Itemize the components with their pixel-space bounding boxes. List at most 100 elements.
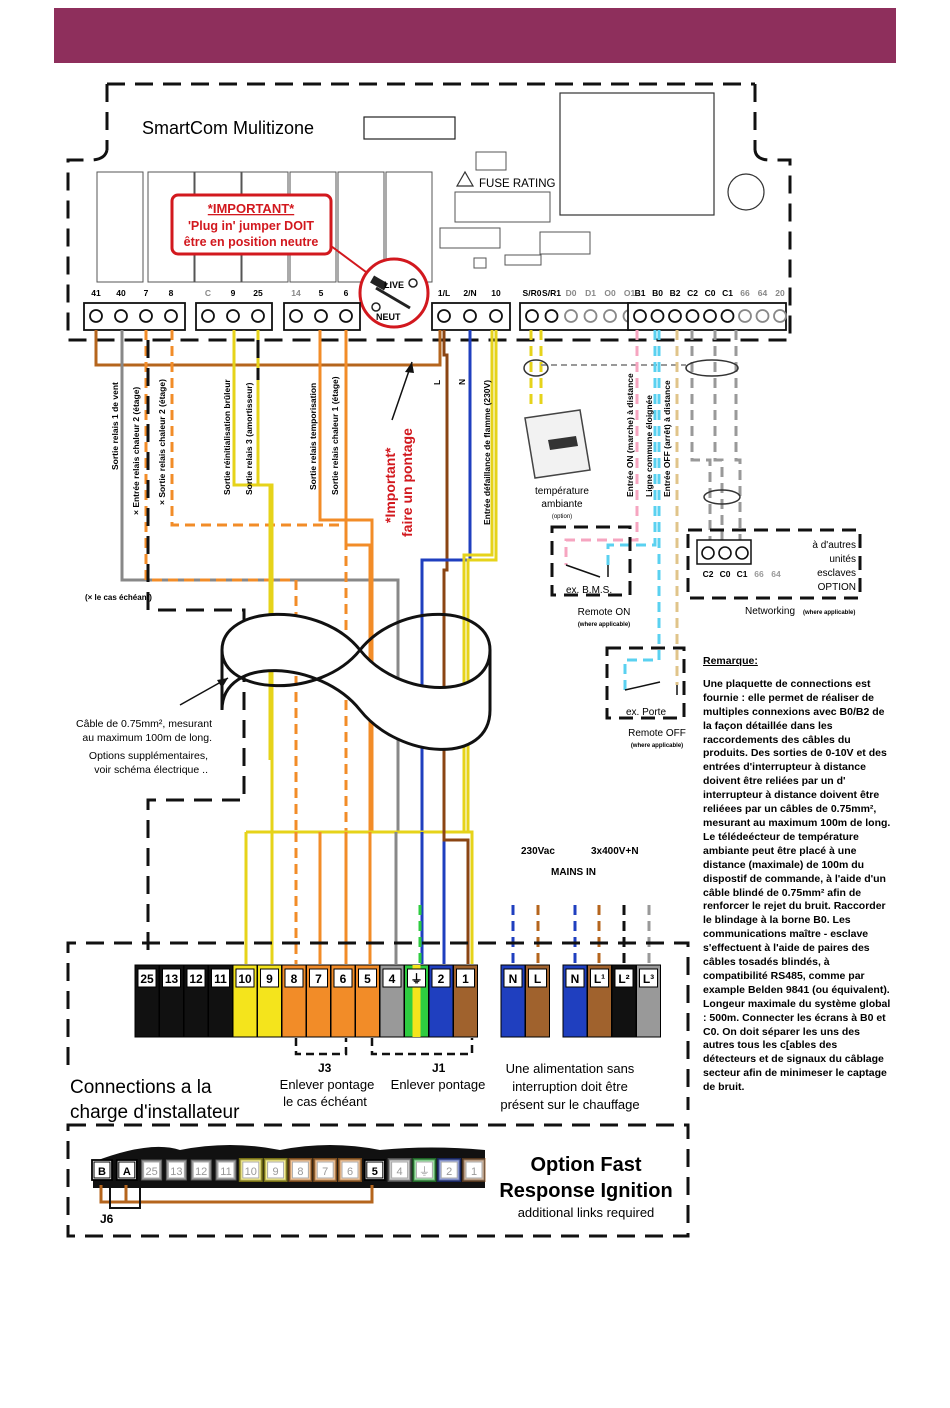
network-screw bbox=[718, 546, 732, 560]
terminal-label: 7 bbox=[144, 288, 149, 298]
installer-terminal-label: 5 bbox=[364, 972, 371, 986]
connections-title-2: charge d'installateur bbox=[70, 1102, 240, 1123]
buzzer bbox=[727, 173, 765, 211]
installer-terminal-label: ⏚ bbox=[410, 972, 422, 986]
terminal-label: 64 bbox=[758, 288, 768, 298]
jumper-plug bbox=[370, 275, 388, 291]
ups-line3: présent sur le chauffage bbox=[500, 1097, 639, 1112]
network-label: Networking bbox=[745, 606, 795, 617]
terminal-screw bbox=[544, 309, 559, 323]
bms-sub: (where applicable) bbox=[578, 622, 630, 628]
label-le-cas: (× le cas échéant) bbox=[85, 593, 152, 602]
installer-terminal-label: 6 bbox=[340, 972, 347, 986]
terminal-label: C0 bbox=[705, 288, 716, 298]
fast-terminal-label: ⏚ bbox=[419, 1165, 430, 1178]
terminal-label: 40 bbox=[116, 288, 126, 298]
bms-label: ex. B.M.S. bbox=[566, 585, 612, 596]
label-flamme: Entrée défaillance de flamme (230V) bbox=[482, 380, 492, 525]
label-chaleur1: Sortie relais chaleur 1 (étage) bbox=[330, 376, 340, 495]
j3-bracket bbox=[294, 1038, 348, 1056]
terminal-label: D1 bbox=[585, 288, 596, 298]
label-relais3: Sortie relais 3 (amortisseur) bbox=[244, 382, 254, 495]
terminal-screw bbox=[525, 309, 539, 323]
terminal-screw bbox=[201, 309, 215, 323]
terminal-screw bbox=[650, 309, 665, 323]
network-box bbox=[686, 528, 862, 600]
room-sensor bbox=[524, 409, 591, 479]
terminal-screw bbox=[339, 309, 353, 323]
terminal-screw bbox=[164, 309, 178, 323]
terminal-label: B2 bbox=[670, 288, 681, 298]
header-band bbox=[54, 8, 896, 63]
fast-terminal-label: 13 bbox=[170, 1166, 182, 1178]
terminal-screw bbox=[564, 309, 578, 323]
terminal-label: 41 bbox=[91, 288, 101, 298]
terminal-screw bbox=[437, 309, 451, 323]
porte-title: Remote OFF bbox=[628, 728, 686, 739]
mains-label: MAINS IN bbox=[551, 867, 596, 878]
board-label-box bbox=[363, 116, 456, 140]
terminal-screw bbox=[139, 309, 153, 323]
fast-terminal-label: 1 bbox=[471, 1166, 477, 1178]
network-terminal-label: 64 bbox=[771, 569, 781, 579]
sensor-line3: (option) bbox=[552, 514, 572, 520]
fast-title-1: Option Fast bbox=[530, 1154, 641, 1176]
terminal-label: S/R0 bbox=[523, 288, 542, 298]
installer-terminal-label: 9 bbox=[266, 972, 273, 986]
terminal-screw bbox=[720, 309, 735, 323]
terminal-label: 8 bbox=[169, 288, 174, 298]
warning-icon bbox=[455, 170, 475, 187]
terminal-screw bbox=[738, 309, 752, 323]
terminal-label: B0 bbox=[652, 288, 663, 298]
installer-terminal-label: 10 bbox=[238, 972, 252, 986]
terminal-screw bbox=[114, 309, 128, 323]
network-sub: (where applicable) bbox=[803, 610, 855, 616]
fast-terminal-label: 2 bbox=[446, 1166, 452, 1178]
mains-terminal-label: L³ bbox=[643, 972, 654, 986]
terminal-label: C bbox=[205, 288, 211, 298]
jumper-link bbox=[375, 286, 411, 310]
terminal-screw bbox=[633, 309, 647, 323]
cable-note-3: Options supplémentaires, bbox=[89, 750, 208, 762]
j3-sub: le cas échéant bbox=[283, 1094, 367, 1109]
network-screw bbox=[701, 546, 715, 560]
cable-tray bbox=[146, 340, 260, 960]
jumper-live-label: LIVE bbox=[384, 280, 404, 290]
network-terminal-label: C2 bbox=[703, 569, 714, 579]
porte-sub: (where applicable) bbox=[631, 743, 683, 749]
installer-terminal-label: 2 bbox=[438, 972, 445, 986]
important-pointer bbox=[330, 245, 367, 273]
fast-terminal-label: 4 bbox=[397, 1166, 403, 1178]
label-L: L bbox=[432, 380, 442, 385]
terminal-screw bbox=[314, 309, 328, 323]
terminal-label: D0 bbox=[566, 288, 577, 298]
label-remote-on: Entrée ON (marche) à distance bbox=[625, 373, 635, 497]
terminal-screw bbox=[226, 309, 240, 323]
connections-title-1: Connections a la bbox=[70, 1077, 212, 1098]
terminal-screw bbox=[755, 309, 770, 323]
terminal-label: 5 bbox=[319, 288, 324, 298]
terminal-label: 25 bbox=[253, 288, 263, 298]
remarque-title: Remarque: bbox=[703, 655, 758, 667]
remarque-body: Une plaquette de connections est fournie… bbox=[703, 677, 891, 1094]
remarque-panel: Remarque: Une plaquette de connections e… bbox=[703, 655, 893, 1095]
label-chaleur2-out: × Sortie relais chaleur 2 (étage) bbox=[157, 379, 167, 505]
ups-line2: interruption doit être bbox=[512, 1079, 628, 1094]
terminal-label: C1 bbox=[722, 288, 733, 298]
network-text-4: OPTION bbox=[818, 582, 856, 593]
j6-label: J6 bbox=[100, 1212, 114, 1226]
fast-terminal-label: B bbox=[98, 1166, 106, 1178]
ups-line1: Une alimentation sans bbox=[506, 1061, 635, 1076]
installer-outline bbox=[66, 941, 690, 1238]
terminal-label: S/R1 bbox=[542, 288, 561, 298]
terminal-label: 20 bbox=[775, 288, 785, 298]
jumper-neut-label: NEUT bbox=[376, 312, 401, 322]
label-important-pontage-2: faire un pontage bbox=[399, 428, 415, 537]
sensor-line1: température bbox=[535, 486, 589, 497]
network-screw bbox=[735, 546, 749, 560]
sensor-line2: ambiante bbox=[541, 499, 583, 510]
porte-label: ex. Porte bbox=[626, 707, 666, 718]
